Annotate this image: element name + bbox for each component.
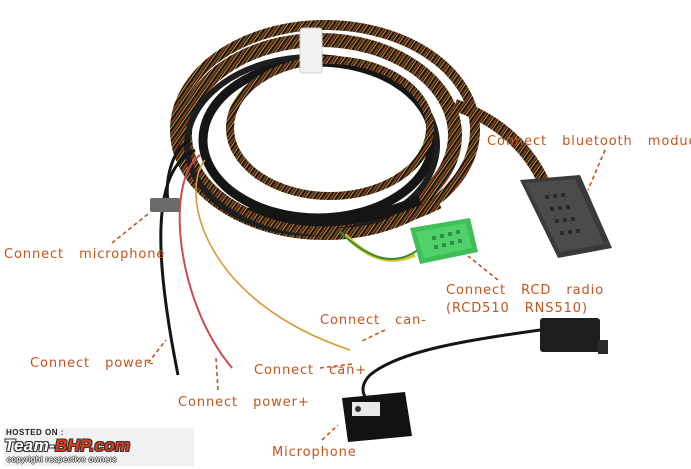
label-connect-microphone: Connect microphone (4, 247, 166, 262)
wire-coil (170, 20, 480, 240)
callout-lines (111, 149, 606, 441)
power-plus-wire (178, 154, 233, 369)
label-microphone: Microphone (272, 445, 357, 460)
watermark-hosted: HOSTED ON : (6, 428, 64, 437)
can-wire (195, 159, 351, 351)
team-bhp-watermark: HOSTED ON : Team-BHP.com copyright respe… (4, 428, 194, 466)
microphone-box (342, 392, 412, 442)
watermark-brand-prefix: Team- (4, 436, 55, 455)
label-connect-can-plus: Connect can+ (254, 363, 367, 378)
bluetooth-branch (453, 99, 551, 188)
microphone-end-plug (540, 318, 608, 354)
watermark-copyright: copyright respective owners (7, 455, 117, 464)
power-minus-wire (159, 148, 196, 376)
label-rcd-models: (RCD510 RNS510) (446, 301, 588, 316)
label-connect-can-minus: Connect can- (320, 313, 427, 328)
bluetooth-connector (520, 175, 612, 258)
cable-tie (299, 27, 323, 74)
watermark-brand: Team-BHP.com (4, 436, 130, 456)
microphone-plug (150, 198, 180, 212)
label-connect-power-minus: Connect power- (30, 356, 155, 371)
label-connect-rcd: Connect RCD radio (446, 283, 605, 298)
label-connect-power-plus: Connect power+ (178, 395, 310, 410)
label-connect-bluetooth: Connect bluetooth moduel (487, 134, 691, 149)
watermark-brand-suffix: BHP.com (54, 436, 131, 455)
microphone-cable (361, 328, 541, 402)
rcd-green-connector (410, 218, 478, 264)
